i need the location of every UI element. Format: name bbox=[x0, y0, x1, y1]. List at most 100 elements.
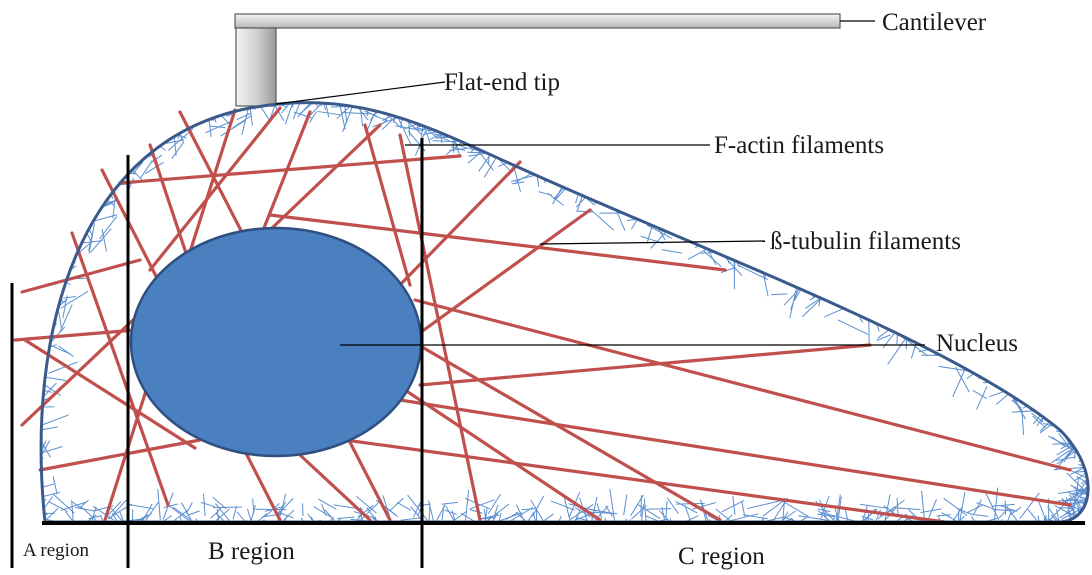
actin-filament bbox=[1073, 484, 1079, 508]
actin-filament bbox=[1076, 514, 1085, 523]
actin-filament bbox=[342, 105, 354, 133]
actin-filament bbox=[956, 508, 960, 523]
actin-filament bbox=[427, 505, 431, 523]
actin-filament bbox=[329, 87, 337, 102]
actin-filament bbox=[665, 501, 668, 519]
actin-filament bbox=[59, 304, 73, 334]
actin-filament bbox=[1086, 507, 1089, 523]
actin-filament bbox=[1043, 517, 1046, 523]
actin-filament bbox=[748, 525, 749, 539]
actin-filament bbox=[168, 527, 185, 535]
actin-filament bbox=[1051, 436, 1066, 448]
actin-filament bbox=[81, 525, 114, 532]
actin-filament bbox=[881, 313, 891, 326]
f-actin-label: F-actin filaments bbox=[714, 132, 885, 159]
actin-filament bbox=[1058, 432, 1071, 449]
actin-filament bbox=[1055, 456, 1076, 461]
actin-filament bbox=[465, 489, 470, 521]
actin-filament bbox=[41, 398, 49, 406]
actin-filament bbox=[246, 508, 252, 523]
actin-filament bbox=[756, 243, 760, 266]
actin-filament bbox=[1051, 450, 1070, 464]
actin-filament bbox=[1030, 396, 1044, 407]
actin-filament bbox=[959, 491, 966, 523]
actin-filament bbox=[41, 375, 67, 382]
actin-filament bbox=[790, 517, 811, 523]
actin-filament bbox=[469, 508, 483, 514]
actin-filament bbox=[1020, 525, 1047, 526]
actin-filament bbox=[488, 129, 503, 146]
actin-filament bbox=[938, 365, 967, 372]
actin-filament bbox=[798, 515, 830, 521]
actin-filament bbox=[204, 121, 231, 134]
actin-filament bbox=[1058, 530, 1069, 537]
tubulin-filament bbox=[20, 258, 142, 294]
actin-filament bbox=[44, 269, 60, 274]
actin-filament bbox=[432, 140, 457, 143]
tubulin-filament bbox=[363, 123, 412, 287]
actin-filament bbox=[575, 196, 587, 208]
actin-filament bbox=[209, 125, 226, 129]
actin-filament bbox=[643, 498, 648, 523]
actin-filament bbox=[552, 177, 568, 205]
actin-filament bbox=[500, 149, 516, 156]
nucleus bbox=[129, 226, 423, 458]
actin-filament bbox=[46, 307, 57, 317]
actin-filament bbox=[941, 523, 945, 537]
actin-filament bbox=[837, 523, 838, 541]
actin-filament bbox=[773, 511, 789, 523]
actin-filament bbox=[1069, 423, 1089, 437]
actin-filament bbox=[317, 110, 342, 116]
actin-filament bbox=[999, 511, 1012, 523]
actin-filament bbox=[1075, 489, 1089, 504]
actin-filament bbox=[272, 514, 289, 523]
actin-filament bbox=[955, 366, 970, 393]
actin-filament bbox=[132, 161, 144, 174]
actin-filament bbox=[1070, 484, 1089, 500]
actin-filament bbox=[163, 503, 178, 509]
actin-filament bbox=[515, 504, 531, 523]
actin-filament bbox=[683, 528, 715, 529]
actin-filament bbox=[172, 506, 195, 523]
actin-filament bbox=[661, 506, 666, 522]
actin-filament bbox=[74, 506, 96, 512]
actin-filament bbox=[906, 517, 930, 523]
region-a-label: A region bbox=[23, 540, 89, 561]
actin-filament bbox=[172, 126, 177, 156]
actin-filament bbox=[100, 515, 109, 523]
b-tubulin-label: ß-tubulin filaments bbox=[770, 228, 961, 255]
actin-filament bbox=[414, 131, 426, 156]
actin-filament bbox=[432, 504, 446, 523]
actin-filament bbox=[51, 326, 66, 342]
actin-filament bbox=[52, 251, 64, 283]
tubulin-filament bbox=[418, 343, 872, 387]
actin-filament bbox=[547, 192, 564, 206]
actin-filament bbox=[726, 513, 759, 523]
actin-filament bbox=[483, 508, 487, 521]
actin-filament bbox=[1011, 399, 1022, 409]
actin-filament bbox=[409, 102, 417, 122]
actin-filament bbox=[65, 511, 74, 522]
actin-filament bbox=[1074, 470, 1089, 473]
actin-filament bbox=[41, 414, 69, 427]
actin-filament bbox=[568, 503, 594, 521]
actin-filament bbox=[441, 501, 459, 505]
actin-filament bbox=[396, 114, 412, 146]
actin-filament bbox=[644, 515, 667, 523]
actin-filament bbox=[793, 269, 799, 288]
actin-filament bbox=[1046, 522, 1055, 543]
actin-filament bbox=[48, 361, 78, 374]
actin-filament bbox=[1069, 512, 1074, 523]
actin-filament bbox=[52, 476, 58, 495]
actin-filament bbox=[1083, 508, 1089, 519]
actin-filament bbox=[646, 224, 672, 239]
actin-filament bbox=[892, 507, 921, 511]
actin-filament bbox=[1086, 452, 1089, 468]
actin-filament bbox=[346, 84, 370, 98]
actin-filament bbox=[984, 491, 1000, 520]
actin-filament bbox=[144, 501, 160, 522]
actin-filament bbox=[761, 264, 769, 297]
actin-filament bbox=[789, 285, 798, 319]
actin-filament bbox=[824, 287, 852, 297]
tubulin-filament bbox=[343, 438, 947, 524]
